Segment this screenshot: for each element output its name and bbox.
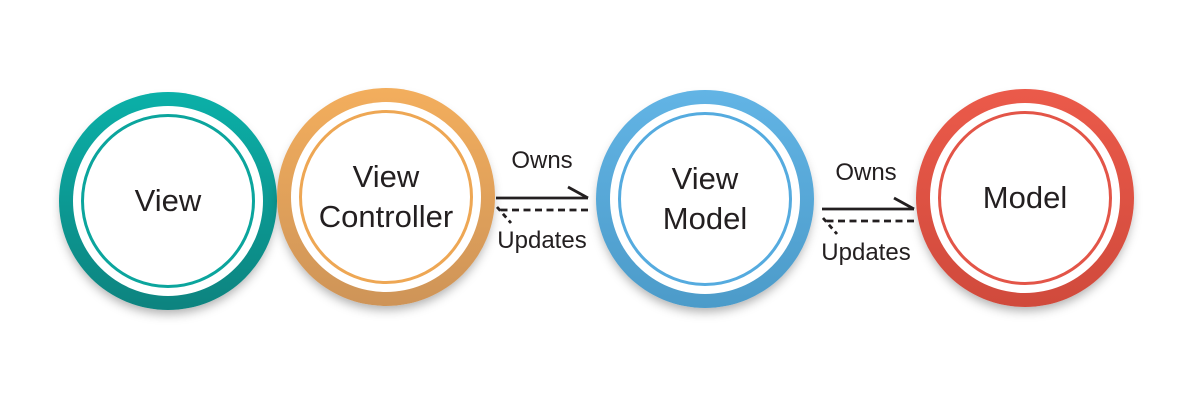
owns-updates-arrows-icon — [495, 185, 589, 224]
node-view-model: View Model — [596, 90, 814, 308]
node-view-inner-ring — [81, 114, 255, 288]
node-view-model-label: View Model — [596, 90, 814, 308]
node-model: Model — [916, 89, 1134, 307]
node-label-line: Controller — [318, 199, 454, 234]
node-view-controller-label: View Controller — [277, 88, 495, 306]
node-view-controller: View Controller — [277, 88, 495, 306]
owns-label: Owns — [835, 159, 897, 186]
owns-updates-arrows-icon — [821, 196, 915, 235]
node-label-line: Model — [982, 180, 1068, 216]
node-view-controller-inner-ring — [299, 110, 473, 284]
updates-label: Updates — [821, 239, 911, 266]
updates-label: Updates — [497, 227, 587, 254]
node-view-label: View — [59, 92, 277, 310]
owns-label: Owns — [511, 147, 573, 174]
node-model-label: Model — [916, 89, 1134, 307]
node-label-line: View — [671, 161, 739, 197]
node-model-inner-ring — [938, 111, 1112, 285]
node-label-line: Model — [662, 201, 748, 236]
node-label-line: View — [352, 159, 420, 195]
node-view: View — [59, 92, 277, 310]
node-label-line: View — [134, 183, 202, 219]
node-view-model-inner-ring — [618, 112, 792, 286]
